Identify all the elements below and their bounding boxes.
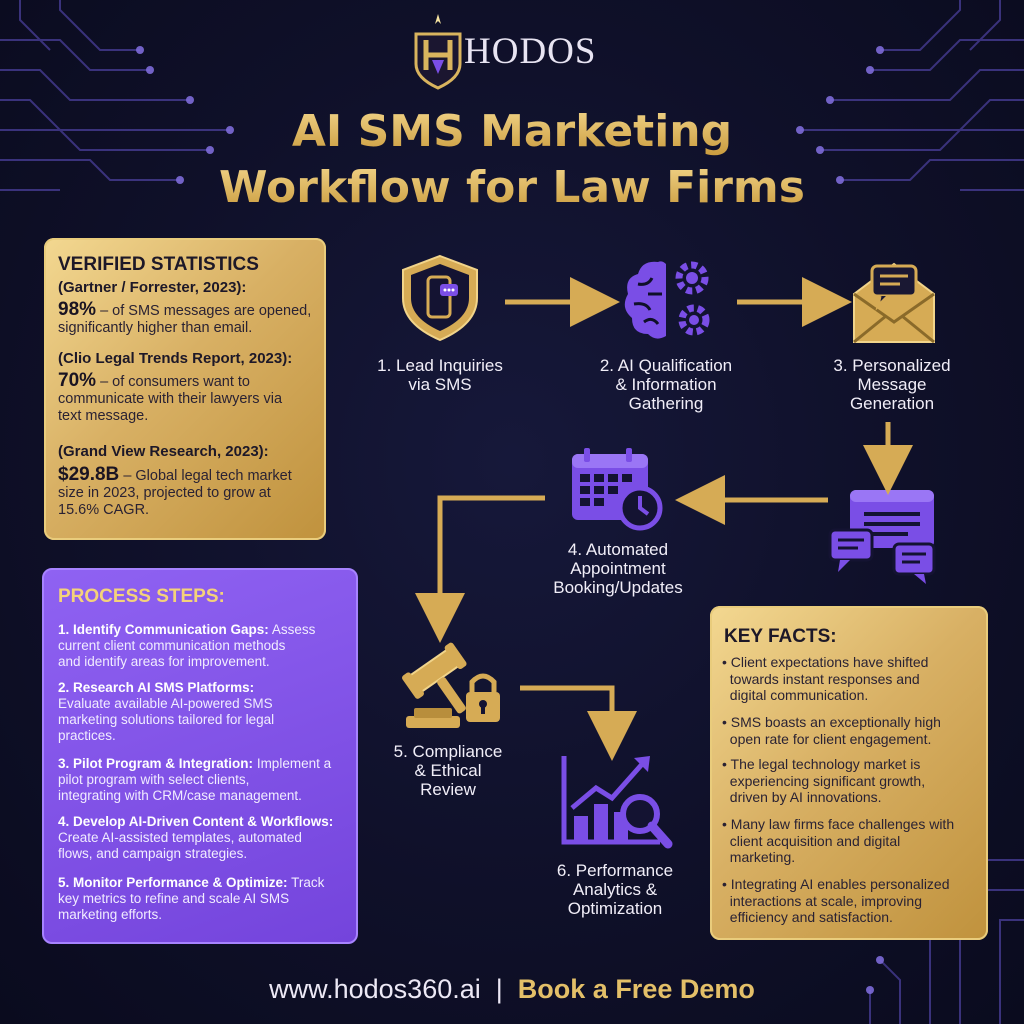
stat-source: (Grand View Research, 2023): [58, 443, 269, 460]
stat-item: 98% – of SMS messages are opened, signif… [58, 299, 326, 337]
calendar-clock-icon [572, 448, 663, 531]
verified-statistics-panel: VERIFIED STATISTICS (Gartner / Forrester… [44, 238, 326, 540]
stat-value: 70% [58, 370, 97, 391]
page-title-line2: Workflow for Law Firms [0, 162, 1024, 213]
gavel-lock-icon [402, 642, 500, 728]
stat-source: (Clio Legal Trends Report, 2023): [58, 350, 293, 367]
phone-shield-icon [402, 254, 478, 342]
key-fact-item: • Many law firms face challenges with cl… [722, 816, 955, 865]
process-step-item: 1. Identify Communication Gaps: Assess c… [58, 622, 316, 669]
stat-item: $29.8B – Global legal tech market size i… [58, 464, 326, 519]
website-link[interactable]: www.hodos360.ai [269, 974, 481, 1004]
footer: www.hodos360.ai | Book a Free Demo [0, 974, 1024, 1005]
key-facts-heading: KEY FACTS: [724, 626, 837, 647]
book-demo-link[interactable]: Book a Free Demo [517, 974, 755, 1004]
stat-source: (Gartner / Forrester, 2023): [58, 279, 247, 296]
analytics-chart-icon [561, 756, 673, 849]
stat-text: – of consumers want to [100, 374, 250, 390]
footer-separator: | [495, 974, 503, 1004]
stat-text: communicate with their lawyers via [58, 391, 283, 407]
stat-value: 98% [58, 299, 97, 320]
stats-heading: VERIFIED STATISTICS [58, 254, 259, 275]
stat-text: – Global legal tech market [123, 468, 292, 484]
stat-text: – of SMS messages are opened, [100, 303, 312, 319]
key-fact-item: • The legal technology market is experie… [722, 756, 926, 805]
process-step-item: 2. Research AI SMS Platforms: Evaluate a… [58, 680, 275, 743]
stat-text: significantly higher than email. [58, 320, 253, 336]
stat-text: 15.6% CAGR. [58, 502, 150, 518]
process-step-item: 3. Pilot Program & Integration: Implemen… [58, 756, 332, 803]
key-facts-panel: KEY FACTS: • Client expectations have sh… [710, 606, 988, 940]
chat-screen-icon [828, 490, 936, 584]
process-step-item: 5. Monitor Performance & Optimize: Track… [58, 875, 325, 922]
page-title-line1: AI SMS Marketing [0, 106, 1024, 157]
stat-value: $29.8B [58, 464, 120, 485]
stat-text: text message. [58, 408, 149, 424]
h-shield-icon [414, 14, 462, 90]
stat-item: 70% – of consumers want to communicate w… [58, 370, 326, 425]
process-steps-panel: PROCESS STEPS: 1. Identify Communication… [42, 568, 358, 944]
envelope-chat-icon [853, 262, 935, 344]
brand-name: HODOS [464, 31, 597, 72]
stat-text: size in 2023, projected to grow at [58, 485, 271, 501]
key-fact-item: • Integrating AI enables personalized in… [722, 876, 950, 925]
key-fact-item: • Client expectations have shifted towar… [722, 654, 929, 703]
process-heading: PROCESS STEPS: [58, 586, 225, 607]
process-step-item: 4. Develop AI-Driven Content & Workflows… [58, 814, 334, 861]
key-fact-item: • SMS boasts an exceptionally high open … [722, 714, 941, 747]
brain-gears-icon [624, 261, 710, 339]
